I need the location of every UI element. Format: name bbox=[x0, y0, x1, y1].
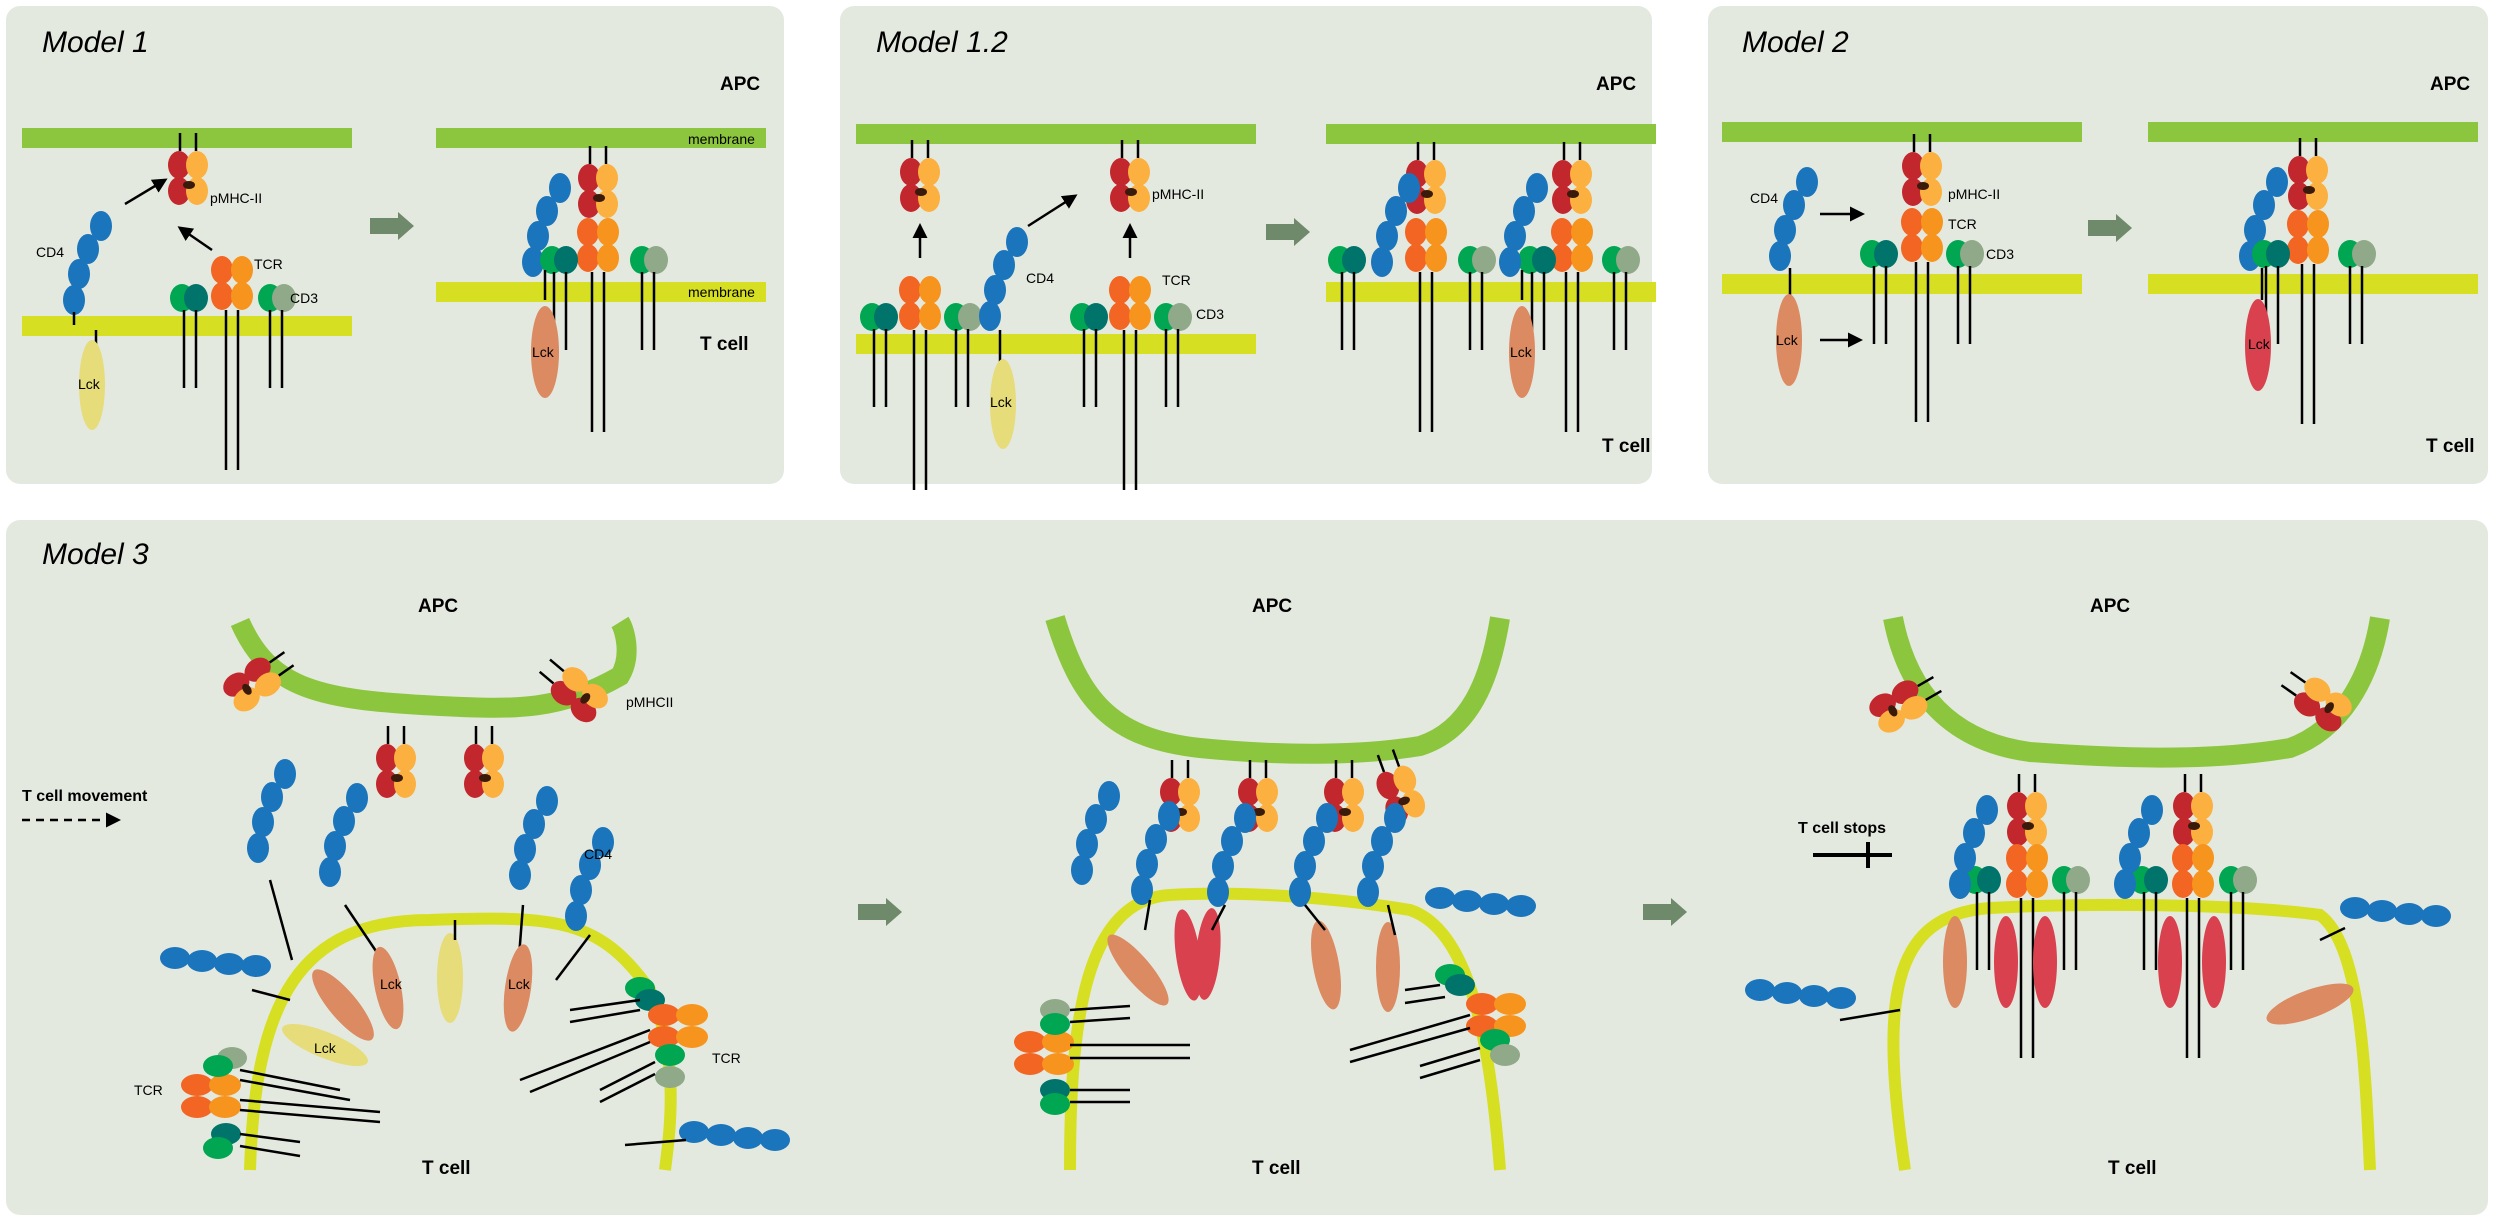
model-1-2-arrow bbox=[1266, 218, 1310, 246]
model-1-title: Model 1 bbox=[42, 26, 149, 59]
model-3-tcr-label-left: TCR bbox=[134, 1082, 163, 1098]
model-2-after bbox=[2148, 122, 2478, 426]
model-1-2-before bbox=[856, 124, 1256, 492]
model-1-lck-label: Lck bbox=[78, 376, 100, 392]
model-1-apc-label: APC bbox=[720, 74, 761, 95]
model-3-scene-2 bbox=[1014, 615, 1536, 1171]
model-2-pmhc-label: pMHC-II bbox=[1948, 186, 2001, 202]
model-3-lck-label-2: Lck bbox=[508, 976, 530, 992]
model-2-title: Model 2 bbox=[1742, 26, 1849, 59]
stops-label: T cell stops bbox=[1798, 820, 1887, 837]
model-2-cd4-label: CD4 bbox=[1750, 190, 1779, 206]
model-3-tcell-label-2: T cell bbox=[1252, 1158, 1301, 1179]
model-1-after bbox=[436, 128, 766, 434]
model-1-tcell-label: T cell bbox=[700, 334, 749, 355]
model-2-tcr-label: TCR bbox=[1948, 216, 1977, 232]
model-1-2-title: Model 1.2 bbox=[876, 26, 1008, 59]
model-3-scene-1 bbox=[22, 616, 790, 1171]
model-3-pmhcii-label: pMHCII bbox=[626, 694, 674, 710]
model-2-arrow bbox=[2088, 214, 2132, 242]
model-1-before bbox=[22, 128, 352, 472]
model-3-tcell-label-3: T cell bbox=[2108, 1158, 2157, 1179]
model-3-arrow-1 bbox=[858, 898, 902, 926]
model-1-cd3-label: CD3 bbox=[290, 290, 319, 306]
model-2-apc-label: APC bbox=[2430, 74, 2471, 95]
model-2-tcell-label: T cell bbox=[2426, 436, 2475, 457]
model-3-title: Model 3 bbox=[42, 538, 149, 571]
model-3-lck-label-1: Lck bbox=[380, 976, 402, 992]
model-1-2-tcell-label: T cell bbox=[1602, 436, 1651, 457]
model-1-2-tcr-label: TCR bbox=[1162, 272, 1191, 288]
model-1-2-lck-label-after: Lck bbox=[1510, 344, 1532, 360]
model-2-lck-label: Lck bbox=[1776, 332, 1798, 348]
panel-model-1 bbox=[6, 6, 784, 484]
model-2-lck-label-after: Lck bbox=[2248, 336, 2270, 352]
model-2-before bbox=[1722, 122, 2082, 424]
model-3-lck-label-3: Lck bbox=[314, 1040, 336, 1056]
model-3-scene-3 bbox=[1745, 616, 2451, 1171]
model-1-membrane-apc: membrane bbox=[688, 131, 755, 147]
model-3-arrow-2 bbox=[1643, 898, 1687, 926]
model-1-2-cd3-label: CD3 bbox=[1196, 306, 1225, 322]
model-3-apc-label-1: APC bbox=[418, 596, 459, 617]
model-1-lck-label-after: Lck bbox=[532, 344, 554, 360]
model-1-arrow bbox=[370, 212, 414, 240]
model-1-membrane-tcell: membrane bbox=[688, 284, 755, 300]
movement-label: T cell movement bbox=[22, 788, 148, 805]
model-1-2-pmhc-label: pMHC-II bbox=[1152, 186, 1205, 202]
model-1-2-apc-label: APC bbox=[1596, 74, 1637, 95]
model-3-apc-label-3: APC bbox=[2090, 596, 2131, 617]
model-1-cd4-label: CD4 bbox=[36, 244, 65, 260]
model-2-cd3-label: CD3 bbox=[1986, 246, 2015, 262]
model-3-cd4-label: CD4 bbox=[584, 846, 613, 862]
model-1-2-lck-label: Lck bbox=[990, 394, 1012, 410]
model-1-tcr-label: TCR bbox=[254, 256, 283, 272]
model-1-pmhc-label: pMHC-II bbox=[210, 190, 263, 206]
model-3-apc-label-2: APC bbox=[1252, 596, 1293, 617]
model-1-2-after bbox=[1326, 124, 1656, 434]
model-3-tcr-label-right: TCR bbox=[712, 1050, 741, 1066]
model-1-2-cd4-label: CD4 bbox=[1026, 270, 1055, 286]
model-3-tcell-label-1: T cell bbox=[422, 1158, 471, 1179]
